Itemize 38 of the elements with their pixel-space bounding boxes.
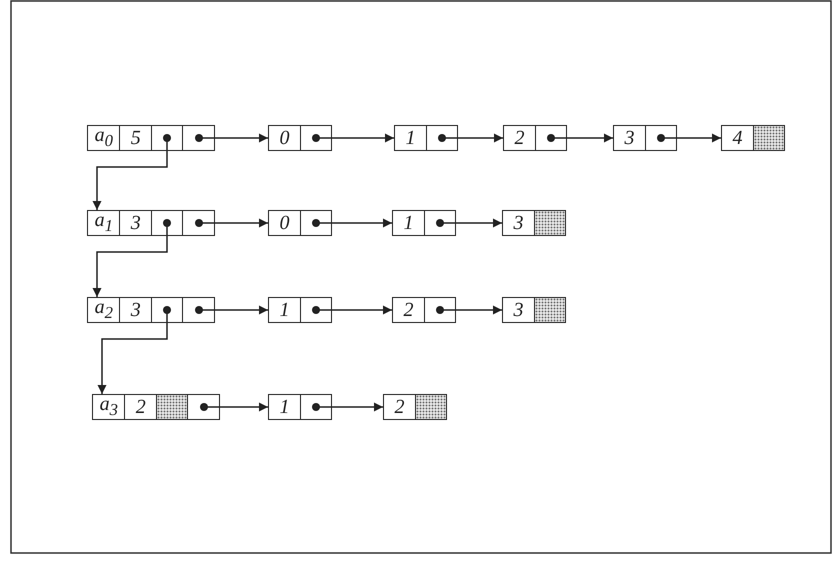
cell-value: 3 xyxy=(624,127,634,149)
cell-value: 3 xyxy=(130,299,141,321)
cell-value: 1 xyxy=(403,212,414,234)
list-node-record xyxy=(392,297,456,323)
list-node-record xyxy=(383,394,447,420)
list-node-record xyxy=(394,125,458,151)
cell-value: 1 xyxy=(279,299,290,321)
cell-value: 3 xyxy=(513,212,524,234)
cell-value: 5 xyxy=(130,127,141,149)
cell-value: 0 xyxy=(279,127,290,149)
cell-value: a$_{0}$ xyxy=(94,124,113,152)
cell-value: 2 xyxy=(394,396,404,418)
cell-value: 3 xyxy=(513,299,524,321)
cell-value: a$_{1}$ xyxy=(94,209,113,237)
list-header-record xyxy=(87,210,215,236)
cell-value: 2 xyxy=(136,396,146,418)
list-node-record xyxy=(503,125,567,151)
list-node-record xyxy=(502,210,566,236)
cell-value: 3 xyxy=(130,212,141,234)
cell-value: a$_{2}$ xyxy=(94,296,113,324)
cell-value: 0 xyxy=(279,212,290,234)
list-node-record xyxy=(613,125,677,151)
cell-value: a$_{3}$ xyxy=(100,393,118,421)
list-node-record xyxy=(502,297,566,323)
cell-value: 4 xyxy=(732,127,742,149)
list-node-record xyxy=(268,394,332,420)
list-header-record xyxy=(87,297,215,323)
list-node-record xyxy=(392,210,456,236)
list-node-record xyxy=(268,125,332,151)
list-node-record xyxy=(721,125,785,151)
list-header-record xyxy=(92,394,220,420)
list-node-record xyxy=(268,297,332,323)
cell-value: 1 xyxy=(279,396,290,418)
list-header-record xyxy=(87,125,215,151)
cell-value: 1 xyxy=(405,127,416,149)
cell-value: 2 xyxy=(514,127,524,149)
list-node-record xyxy=(268,210,332,236)
cell-value: 2 xyxy=(403,299,414,321)
